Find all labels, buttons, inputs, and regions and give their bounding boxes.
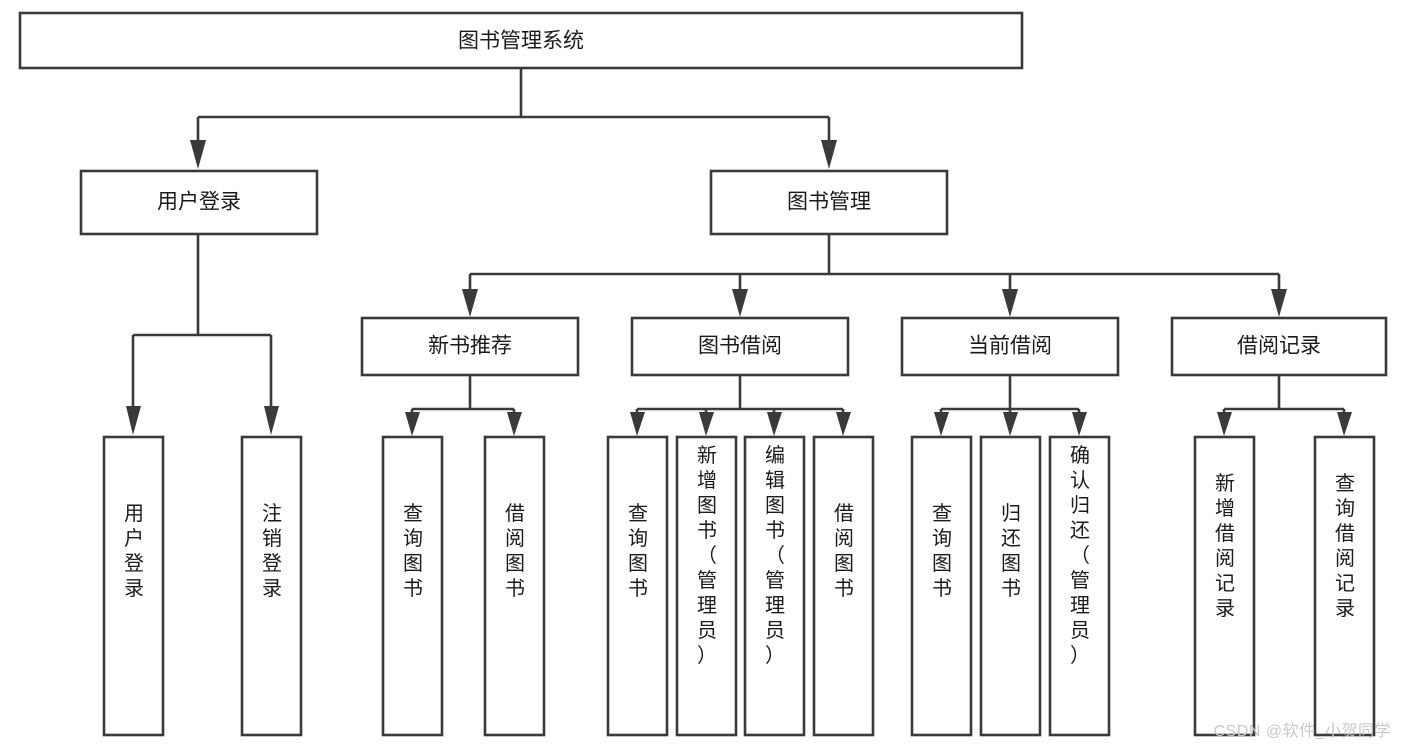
leaf-label-return-book: 归还图书 [1001, 502, 1021, 600]
leaf-box-query-book-recommend [381, 435, 444, 737]
leaf-query-book-recommend[interactable]: 查询图书 [381, 435, 444, 737]
leaf-box-return-book [979, 435, 1042, 737]
connector-layer [126, 68, 1352, 436]
node-new-book-recommend[interactable]: 新书推荐 [360, 316, 580, 377]
leaf-borrow-book-recommend[interactable]: 借阅图书 [483, 435, 546, 737]
node-user-login[interactable]: 用户登录 [79, 169, 319, 236]
leaf-query-book-current[interactable]: 查询图书 [910, 435, 973, 737]
node-box-root [18, 11, 1024, 70]
node-current-borrow[interactable]: 当前借阅 [900, 316, 1120, 377]
arrow-to-leaf-add-book [699, 412, 714, 436]
leaf-box-query-borrow-record [1313, 435, 1376, 737]
leaf-box-edit-book [743, 435, 806, 737]
arrow-to-current-borrow [1002, 289, 1018, 317]
node-label-borrow-record: 借阅记录 [1237, 335, 1321, 358]
arrow-to-book-mgmt [821, 140, 837, 169]
arrow-to-leaf-borrow-book-a [507, 412, 522, 436]
leaf-query-borrow-record[interactable]: 查询借阅记录 [1313, 435, 1376, 737]
arrow-to-user-login [190, 140, 206, 169]
node-book-management[interactable]: 图书管理 [709, 169, 949, 236]
leaf-label-query-book-borrow: 查询图书 [628, 502, 648, 600]
leaf-box-logout [240, 435, 303, 737]
leaf-box-add-borrow-record [1193, 435, 1256, 737]
leaf-label-logout: 注销登录 [262, 502, 282, 600]
leaf-label-add-book: 新增图书（管理员） [697, 444, 717, 667]
leaf-label-query-borrow-record: 查询借阅记录 [1335, 472, 1355, 620]
node-label-current-borrow: 当前借阅 [968, 335, 1052, 358]
leaf-box-query-book-borrow [606, 435, 669, 737]
node-label-book-borrow: 图书借阅 [698, 335, 782, 358]
node-label-new-book-recommend: 新书推荐 [428, 335, 512, 358]
leaf-add-book[interactable]: 新增图书（管理员） [675, 435, 738, 737]
leaf-box-borrow-book-recommend [483, 435, 546, 737]
arrow-to-leaf-query-book-a [405, 412, 420, 436]
leaf-add-borrow-record[interactable]: 新增借阅记录 [1193, 435, 1256, 737]
arrow-to-leaf-logout [264, 406, 279, 435]
leaf-box-add-book [675, 435, 738, 737]
leaf-box-query-book-current [910, 435, 973, 737]
node-box-user-login [79, 169, 319, 236]
leaf-label-edit-book: 编辑图书（管理员） [765, 444, 785, 667]
arrow-to-new-book-recommend [462, 289, 478, 317]
arrow-to-leaf-return-book [1003, 412, 1018, 436]
leaf-query-book-borrow[interactable]: 查询图书 [606, 435, 669, 737]
node-label-user-login: 用户登录 [157, 191, 241, 214]
node-label-root: 图书管理系统 [458, 30, 584, 53]
leaf-borrow-book[interactable]: 借阅图书 [812, 435, 875, 737]
arrow-to-borrow-record [1271, 289, 1287, 317]
leaf-label-query-book-current: 查询图书 [932, 502, 952, 600]
node-box-book-management [709, 169, 949, 236]
node-borrow-record[interactable]: 借阅记录 [1170, 316, 1388, 377]
leaf-return-book[interactable]: 归还图书 [979, 435, 1042, 737]
node-label-book-management: 图书管理 [787, 191, 871, 214]
leaf-label-borrow-book-recommend: 借阅图书 [505, 502, 525, 600]
node-box-new-book-recommend [360, 316, 580, 377]
node-book-management-system[interactable]: 图书管理系统 [18, 11, 1024, 70]
arrow-to-leaf-query-book-b [630, 412, 645, 436]
leaf-box-confirm-return [1048, 435, 1111, 737]
leaf-user-login[interactable]: 用户登录 [102, 435, 165, 737]
arrow-to-leaf-add-record [1217, 412, 1232, 436]
leaf-label-borrow-book: 借阅图书 [834, 502, 854, 600]
leaf-edit-book[interactable]: 编辑图书（管理员） [743, 435, 806, 737]
arrow-to-leaf-confirm-return [1072, 412, 1087, 436]
leaf-label-query-book-recommend: 查询图书 [403, 502, 423, 600]
node-box-borrow-record [1170, 316, 1388, 377]
arrow-to-leaf-borrow-book-b [836, 412, 851, 436]
node-book-borrow[interactable]: 图书借阅 [630, 316, 850, 377]
leaf-box-borrow-book [812, 435, 875, 737]
leaf-label-user-login: 用户登录 [124, 503, 144, 600]
node-box-book-borrow [630, 316, 850, 377]
leaf-label-add-borrow-record: 新增借阅记录 [1215, 472, 1235, 620]
arrow-to-book-borrow [732, 289, 748, 317]
arrow-to-leaf-user-login [126, 406, 141, 435]
arrow-to-leaf-query-record [1337, 412, 1352, 436]
node-box-current-borrow [900, 316, 1120, 377]
leaf-label-confirm-return: 确认归还（管理员） [1070, 444, 1090, 667]
leaf-confirm-return[interactable]: 确认归还（管理员） [1048, 435, 1111, 737]
arrow-to-leaf-edit-book [767, 412, 782, 436]
arrow-to-leaf-query-book-c [934, 412, 949, 436]
leaf-logout[interactable]: 注销登录 [240, 435, 303, 737]
leaf-box-user-login [102, 435, 165, 737]
